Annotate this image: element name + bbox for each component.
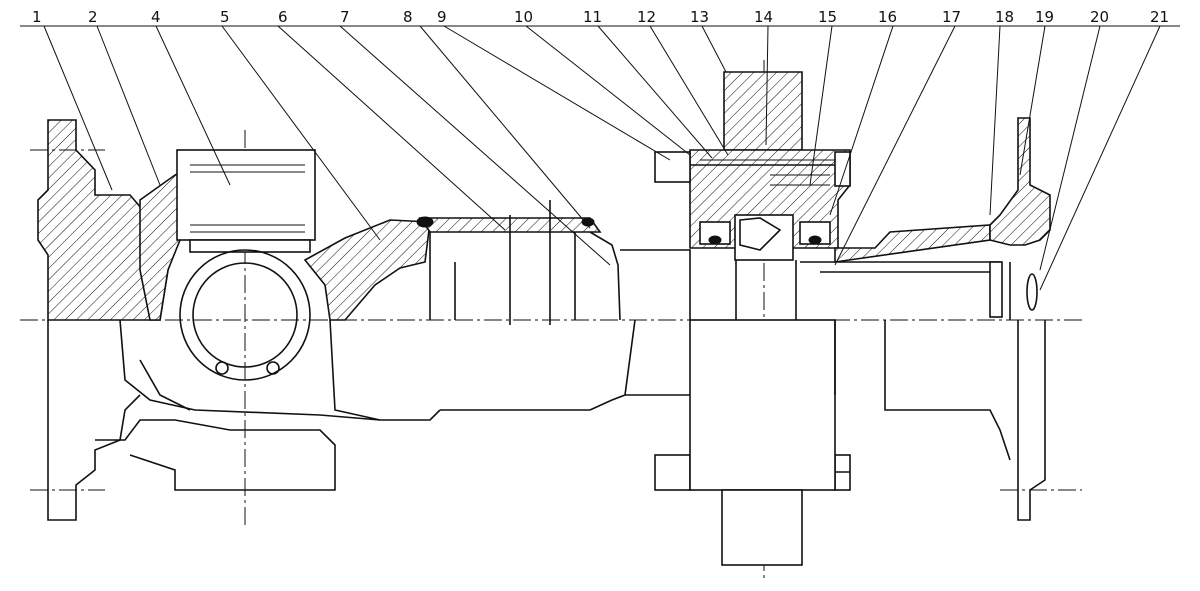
- callout-8: 8: [403, 8, 413, 26]
- callout-19: 19: [1035, 8, 1054, 26]
- callout-14: 14: [754, 8, 773, 26]
- callout-7: 7: [340, 8, 350, 26]
- callout-10: 10: [514, 8, 533, 26]
- sleeve-yoke: [303, 219, 441, 421]
- callout-2: 2: [88, 8, 98, 26]
- shaft-tube: [416, 200, 691, 411]
- callout-12: 12: [637, 8, 656, 26]
- right-flange: [989, 117, 1082, 521]
- bearing-housing-lower: [689, 260, 836, 566]
- callout-6: 6: [278, 8, 288, 26]
- support-bolt-top: [654, 151, 851, 187]
- cross-bearing-cap: [176, 149, 316, 253]
- callout-11: 11: [583, 8, 602, 26]
- callout-21: 21: [1150, 8, 1169, 26]
- callout-18: 18: [995, 8, 1014, 26]
- callout-13: 13: [690, 8, 709, 26]
- callout-1: 1: [32, 8, 42, 26]
- callout-4: 4: [151, 8, 161, 26]
- callout-5: 5: [220, 8, 230, 26]
- callout-16: 16: [878, 8, 897, 26]
- callout-15: 15: [818, 8, 837, 26]
- callout-20: 20: [1090, 8, 1109, 26]
- intermediate-bearing-support: [689, 71, 851, 261]
- callout-9: 9: [437, 8, 447, 26]
- callout-17: 17: [942, 8, 961, 26]
- leader-lines: [20, 25, 1180, 291]
- callout-labels: 1 2 4 5 6 7 8 9 10 11 12 13 14 15 16 17 …: [28, 8, 1176, 27]
- cross-spider-ring: [179, 249, 311, 381]
